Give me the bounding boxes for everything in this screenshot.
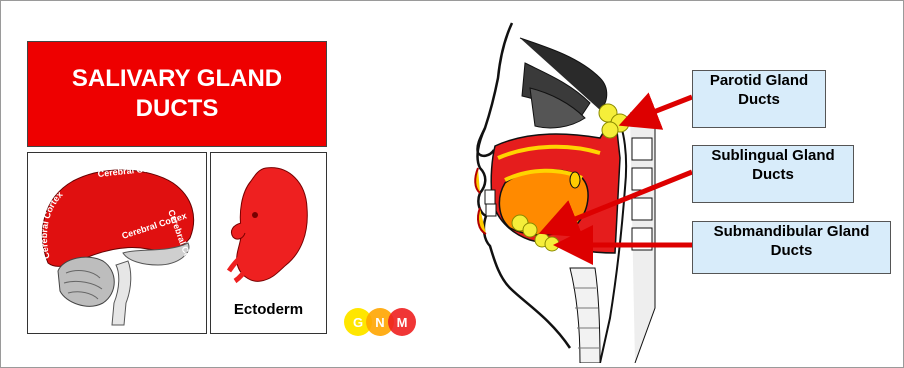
brain-illustration: Cerebral Cortex Cerebral Cortex Cerebral… bbox=[28, 153, 206, 333]
logo-letter-n: N bbox=[375, 315, 384, 330]
parotid-callout: Parotid Gland Ducts bbox=[692, 70, 826, 128]
ectoderm-label: Ectoderm bbox=[211, 301, 326, 318]
title-box: SALIVARY GLAND DUCTS bbox=[27, 41, 327, 147]
submandibular-callout-line-1: Submandibular Gland bbox=[693, 222, 890, 241]
sublingual-callout-line-1: Sublingual Gland bbox=[693, 146, 853, 165]
submandibular-callout: Submandibular Gland Ducts bbox=[692, 221, 891, 274]
brain-panel: Cerebral Cortex Cerebral Cortex Cerebral… bbox=[27, 152, 207, 334]
embryo-panel: Ectoderm bbox=[210, 152, 327, 334]
submandibular-callout-line-2: Ducts bbox=[693, 241, 890, 260]
parotid-callout-line-2: Ducts bbox=[693, 90, 825, 109]
embryo-illustration bbox=[211, 153, 326, 298]
sublingual-callout: Sublingual Gland Ducts bbox=[692, 145, 854, 203]
head-sagittal-illustration bbox=[450, 18, 710, 363]
parotid-callout-line-1: Parotid Gland bbox=[693, 71, 825, 90]
title-line-2: DUCTS bbox=[136, 94, 219, 124]
sublingual-callout-line-2: Ducts bbox=[693, 165, 853, 184]
logo-letter-m: M bbox=[397, 315, 408, 330]
title-line-1: SALIVARY GLAND bbox=[72, 64, 282, 94]
logo-letter-g: G bbox=[353, 315, 363, 330]
gnm-logo: G N M bbox=[342, 306, 422, 338]
